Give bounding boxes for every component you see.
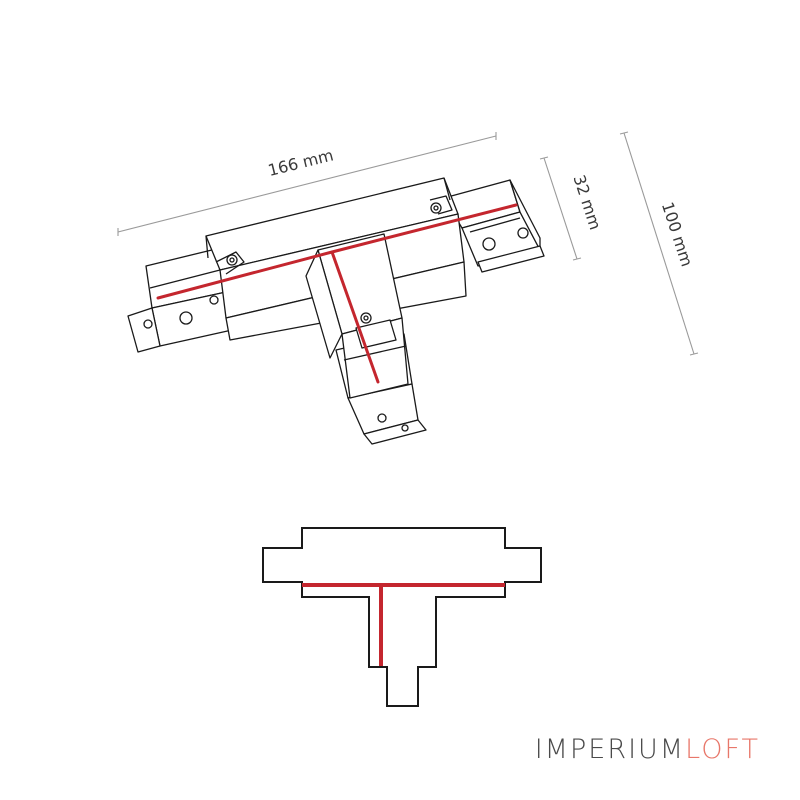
dimension-height bbox=[619, 131, 699, 356]
conductor-strip-top-view bbox=[302, 583, 505, 666]
dimension-length bbox=[117, 132, 497, 236]
brand-logo: IMPERIUMLOFT bbox=[535, 734, 760, 765]
t-connector-isometric bbox=[127, 177, 545, 445]
brand-logo-part-1: IMPERIUM bbox=[534, 734, 686, 765]
dimension-width-label: 32 mm bbox=[569, 172, 605, 232]
brand-logo-part-2: LOFT bbox=[685, 734, 760, 765]
t-connector-top-view bbox=[262, 527, 542, 707]
conductor-strip-isometric bbox=[156, 203, 518, 384]
dimension-width bbox=[539, 156, 582, 261]
dimension-length-label: 166 mm bbox=[266, 145, 335, 180]
